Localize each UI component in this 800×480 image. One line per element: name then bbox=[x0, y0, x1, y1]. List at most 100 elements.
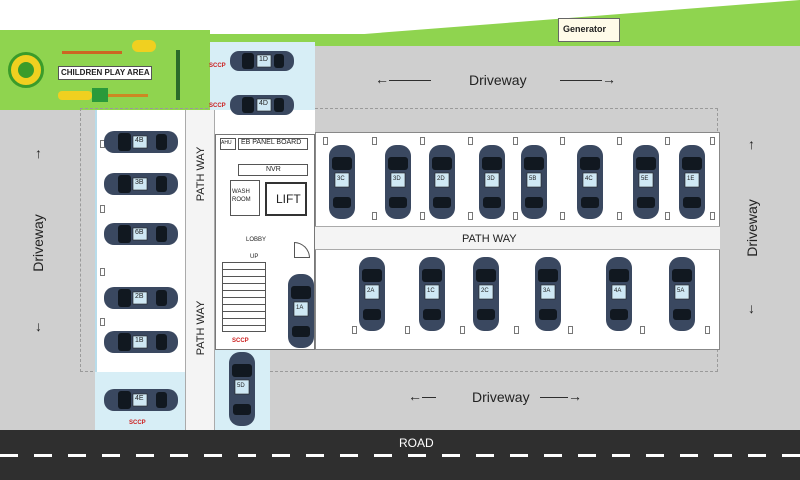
car-label: 5E bbox=[641, 176, 649, 182]
car-bot-6: 4A bbox=[603, 255, 635, 333]
car-icon bbox=[104, 331, 178, 353]
car-label: 3A bbox=[543, 288, 551, 294]
stall-marker bbox=[100, 205, 105, 213]
stall-marker bbox=[100, 318, 105, 326]
car-left-5: 1B bbox=[102, 328, 180, 356]
car-label: 5B bbox=[529, 176, 537, 182]
car-label: 4E bbox=[135, 395, 144, 402]
sccp-label-1: SCCP bbox=[209, 63, 226, 69]
car-label: 5A bbox=[677, 288, 685, 294]
car-icon bbox=[359, 257, 385, 331]
car-icon bbox=[104, 173, 178, 195]
car-label: 4B bbox=[135, 137, 144, 144]
car-label: 1A bbox=[296, 305, 304, 311]
nvr-box bbox=[238, 164, 308, 176]
car-icon bbox=[230, 51, 294, 71]
road-centerline bbox=[0, 454, 800, 457]
car-left-2: 3B bbox=[102, 170, 180, 198]
wash-room-label: WASH ROOM bbox=[232, 189, 251, 203]
car-icon bbox=[288, 274, 314, 348]
car-icon bbox=[479, 145, 505, 219]
car-icon bbox=[104, 131, 178, 153]
play-pill-icon bbox=[132, 40, 156, 52]
car-left-1: 4B bbox=[102, 128, 180, 156]
swing-icon bbox=[108, 94, 148, 97]
car-label: 3B bbox=[135, 179, 144, 186]
slide-yellow-icon bbox=[58, 91, 92, 100]
car-icon bbox=[229, 352, 255, 426]
car-top-8: 1E bbox=[676, 143, 708, 221]
stall-marker bbox=[560, 212, 565, 220]
stall-marker bbox=[568, 326, 573, 334]
lift-label: LIFT bbox=[276, 192, 301, 206]
generator-label: Generator bbox=[563, 24, 607, 34]
stair-up-label: UP bbox=[250, 254, 259, 260]
stall-marker bbox=[665, 137, 670, 145]
car-icon bbox=[104, 223, 178, 245]
car-icon bbox=[633, 145, 659, 219]
lobby-label: LOBBY bbox=[246, 237, 267, 243]
bottom-arrow-right-icon: ——→ bbox=[540, 388, 582, 404]
sccp-label-4: SCCP bbox=[129, 420, 146, 426]
car-top-1: 3C bbox=[326, 143, 358, 221]
top-arrow-right-icon: ———→ bbox=[560, 71, 616, 87]
car-label: 4D bbox=[259, 100, 268, 107]
car-label: 1E bbox=[687, 176, 695, 182]
generator-box bbox=[558, 18, 620, 42]
car-top-5: 5B bbox=[518, 143, 550, 221]
ahu-label: AHU bbox=[221, 140, 232, 146]
car-icon bbox=[577, 145, 603, 219]
car-label: 3D bbox=[393, 176, 401, 182]
car-label: 2B bbox=[135, 293, 144, 300]
car-bot-3: 1C bbox=[416, 255, 448, 333]
stall-marker bbox=[617, 212, 622, 220]
play-area-label: CHILDREN PLAY AREA bbox=[61, 68, 150, 77]
stall-marker bbox=[710, 212, 715, 220]
sccp-label-2: SCCP bbox=[209, 103, 226, 109]
pathway-top-left-label: PATH WAY bbox=[195, 146, 207, 202]
car-bot-1: 1A bbox=[285, 272, 317, 350]
car-icon bbox=[535, 257, 561, 331]
car-icon bbox=[230, 95, 294, 115]
sccp-label-3: SCCP bbox=[232, 338, 249, 344]
stall-marker bbox=[665, 212, 670, 220]
car-left-4: 2B bbox=[102, 284, 180, 312]
stall-marker bbox=[420, 137, 425, 145]
car-bottom-center: 5D bbox=[226, 350, 258, 428]
car-icon bbox=[521, 145, 547, 219]
stall-marker bbox=[514, 326, 519, 334]
stall-marker bbox=[352, 326, 357, 334]
stall-marker bbox=[420, 212, 425, 220]
stall-marker bbox=[617, 137, 622, 145]
left-driveway-label: Driveway bbox=[30, 214, 46, 272]
car-icon bbox=[473, 257, 499, 331]
slide-green-icon bbox=[92, 88, 108, 102]
car-4D: 4D bbox=[228, 92, 296, 118]
stall-marker bbox=[468, 212, 473, 220]
car-bot-7: 5A bbox=[666, 255, 698, 333]
stall-marker bbox=[372, 212, 377, 220]
stall-marker bbox=[100, 268, 105, 276]
car-label: 3D bbox=[487, 176, 495, 182]
car-left-3: 6B bbox=[102, 220, 180, 248]
play-area-label-box bbox=[58, 66, 152, 80]
car-top-4: 3D bbox=[476, 143, 508, 221]
car-top-6: 4C bbox=[574, 143, 606, 221]
car-label: 3C bbox=[337, 176, 345, 182]
car-label: 1D bbox=[259, 56, 268, 63]
car-icon bbox=[104, 389, 178, 411]
car-icon bbox=[329, 145, 355, 219]
eb-panel-box bbox=[238, 138, 308, 150]
car-icon bbox=[606, 257, 632, 331]
car-bot-2: 2A bbox=[356, 255, 388, 333]
nvr-label: NVR bbox=[266, 166, 281, 173]
pathway-bottom-left-label: PATH WAY bbox=[195, 300, 207, 356]
car-label: 4C bbox=[585, 176, 593, 182]
car-label: 1B bbox=[135, 337, 144, 344]
seesaw-icon bbox=[62, 51, 122, 54]
car-top-7: 5E bbox=[630, 143, 662, 221]
car-bot-4: 2C bbox=[470, 255, 502, 333]
road-label: ROAD bbox=[399, 436, 434, 450]
car-icon bbox=[104, 287, 178, 309]
